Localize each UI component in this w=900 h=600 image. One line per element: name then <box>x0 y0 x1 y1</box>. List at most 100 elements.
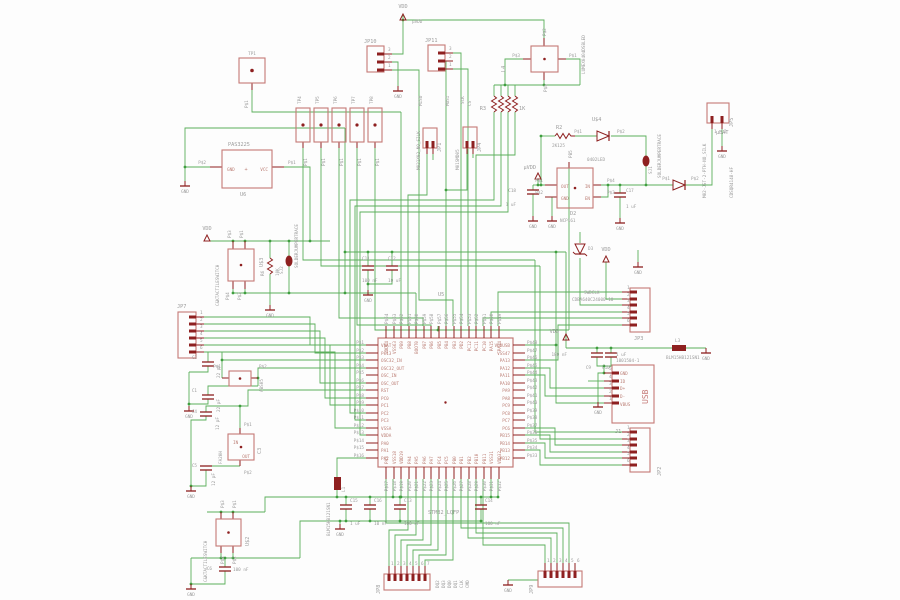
svg-text:P$48: P$48 <box>527 340 538 346</box>
svg-text:PC7: PC7 <box>502 418 510 424</box>
svg-text:C13: C13 <box>404 498 412 504</box>
gnd-symbol: GND <box>503 580 513 594</box>
svg-text:J1: J1 <box>615 429 621 435</box>
svg-text:P$56: P$56 <box>444 313 450 324</box>
svg-text:10K: 10K <box>275 268 281 276</box>
svg-text:P$44: P$44 <box>527 370 538 376</box>
svg-text:VDD: VDD <box>601 247 610 253</box>
svg-text:100 nF: 100 nF <box>551 352 567 358</box>
svg-text:P$50: P$50 <box>489 313 495 324</box>
svg-text:P$27: P$27 <box>459 481 465 492</box>
svg-text:P$1: P$1 <box>303 158 309 166</box>
svg-text:JP4: JP4 <box>477 143 483 152</box>
svg-text:P$3: P$3 <box>220 500 226 508</box>
svg-text:VCC: VCC <box>260 167 268 173</box>
svg-text:P$2: P$2 <box>259 364 267 370</box>
svg-text:PC6: PC6 <box>502 426 510 432</box>
svg-text:OUT: OUT <box>242 454 250 460</box>
svg-text:JP9: JP9 <box>529 585 535 594</box>
svg-text:VDDA: VDDA <box>381 433 392 439</box>
svg-text:D3: D3 <box>588 246 594 252</box>
capacitor <box>340 504 352 510</box>
svg-text:P$1: P$1 <box>356 340 364 346</box>
svg-text:TP8: TP8 <box>369 96 375 104</box>
svg-text:PC4: PC4 <box>437 456 443 464</box>
svg-text:1: 1 <box>714 129 717 135</box>
svg-text:3: 3 <box>627 298 630 304</box>
svg-text:C10: C10 <box>602 365 610 371</box>
diode-U$4-led <box>596 130 611 142</box>
svg-text:JP7: JP7 <box>177 304 186 310</box>
svg-text:5: 5 <box>200 338 203 344</box>
svg-text:GND: GND <box>702 356 710 362</box>
svg-text:R6: R6 <box>260 270 266 276</box>
svg-text:P$34: P$34 <box>527 445 538 451</box>
svg-text:P$1: P$1 <box>357 158 363 166</box>
svg-text:P$14: P$14 <box>354 438 365 444</box>
svg-text:P$53: P$53 <box>467 313 473 324</box>
svg-text:3: 3 <box>559 558 562 564</box>
svg-text:CDSQR4148-HF: CDSQR4148-HF <box>729 167 735 198</box>
resistor <box>266 257 274 275</box>
svg-text:PB7: PB7 <box>422 341 428 349</box>
svg-text:VSS63: VSS63 <box>392 341 398 354</box>
svg-text:P$33: P$33 <box>527 453 538 459</box>
svg-text:PB5: PB5 <box>568 150 574 158</box>
vdd-symbol <box>399 12 407 21</box>
svg-text:P$4: P$4 <box>607 178 615 184</box>
svg-text:U5: U5 <box>438 292 444 298</box>
svg-text:C3: C3 <box>257 448 263 454</box>
svg-text:1 uF: 1 uF <box>616 352 627 358</box>
svg-text:P$1: P$1 <box>239 230 245 238</box>
svg-text:PC11: PC11 <box>474 341 480 352</box>
svg-text:10 uF: 10 uF <box>388 278 401 284</box>
resistor <box>504 95 512 113</box>
svg-text:DQ0: DQ0 <box>447 580 453 588</box>
svg-text:12 pF: 12 pF <box>215 417 221 430</box>
svg-text:P$1: P$1 <box>569 53 577 59</box>
svg-text:2: 2 <box>627 292 630 298</box>
svg-text:P$7: P$7 <box>356 385 364 391</box>
svg-text:GND: GND <box>561 196 569 202</box>
svg-text:VSS47: VSS47 <box>497 351 510 357</box>
svg-text:6: 6 <box>421 561 424 567</box>
gnd-symbol: GND <box>363 290 373 304</box>
svg-text:GND: GND <box>394 94 402 100</box>
gnd-symbol: GND <box>180 181 190 195</box>
svg-text:OUT: OUT <box>561 184 569 190</box>
svg-text:P$62: P$62 <box>399 313 405 324</box>
capacitor <box>386 265 398 271</box>
svg-text:22 pF: 22 pF <box>216 365 222 378</box>
svg-text:P$25: P$25 <box>444 481 450 492</box>
svg-text:P$15: P$15 <box>354 445 365 451</box>
svg-text:OSC32_OUT: OSC32_OUT <box>381 366 405 372</box>
svg-text:P$11: P$11 <box>354 415 365 421</box>
svg-text:PB10: PB10 <box>474 453 480 464</box>
svg-text:P$6: P$6 <box>356 378 364 384</box>
svg-text:P$1: P$1 <box>244 100 250 108</box>
ferrite-bead <box>334 477 341 490</box>
svg-text:DQ2: DQ2 <box>435 580 441 588</box>
svg-text:DQ1: DQ1 <box>453 580 459 588</box>
svg-text:C2: C2 <box>192 355 198 361</box>
connector-JP4 <box>462 126 478 154</box>
svg-text:P$1: P$1 <box>339 158 345 166</box>
svg-text:SCK: SCK <box>460 96 466 104</box>
svg-text:P$8: P$8 <box>356 393 364 399</box>
svg-text:R2: R2 <box>556 125 562 131</box>
svg-text:PB4: PB4 <box>444 341 450 349</box>
svg-text:STM32_LQFP: STM32_LQFP <box>428 510 459 516</box>
svg-text:+: + <box>244 167 247 173</box>
svg-text:PA13: PA13 <box>500 358 511 364</box>
svg-text:VBAT: VBAT <box>381 343 392 349</box>
svg-text:GND: GND <box>185 414 193 420</box>
svg-text:P$1: P$1 <box>244 422 252 428</box>
svg-text:SJ1: SJ1 <box>648 166 654 174</box>
svg-text:PB5: PB5 <box>437 341 443 349</box>
capacitor <box>605 352 617 358</box>
svg-text:PC1: PC1 <box>381 403 389 409</box>
svg-text:6: 6 <box>577 558 580 564</box>
D2-NCP161 <box>556 167 594 209</box>
